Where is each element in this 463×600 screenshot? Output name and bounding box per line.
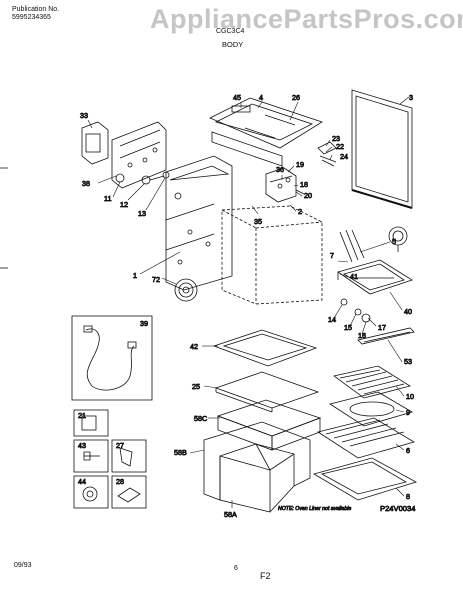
callout-21: 21 (78, 411, 86, 420)
callout-15: 15 (344, 323, 352, 332)
callout-25: 25 (192, 382, 200, 391)
callout-13: 13 (138, 209, 146, 218)
broiler-grid-part (333, 365, 411, 399)
callout-1: 1 (133, 271, 137, 280)
publication-number: 5995234365 (12, 14, 51, 21)
callout-40: 40 (404, 307, 412, 316)
callout-11: 11 (104, 194, 111, 203)
callout-33: 33 (80, 111, 88, 120)
callout-9: 9 (406, 408, 410, 417)
callout-16: 16 (358, 331, 366, 340)
callout-42: 42 (190, 342, 198, 351)
callout-8: 8 (406, 492, 410, 501)
cooktop-top-part (209, 97, 323, 167)
watermark-logo: AppliancePartsPros.com (150, 4, 463, 34)
footer-figure: F2 (260, 571, 271, 581)
callout-26: 26 (292, 93, 300, 102)
insulation-tunnel-part (203, 421, 311, 513)
callout-53: 53 (404, 357, 412, 366)
oven-bottom-part (212, 329, 318, 367)
callout-6: 6 (406, 446, 410, 455)
callout-10: 10 (406, 392, 414, 401)
hardware-parts (340, 298, 371, 323)
bracket-parts (317, 141, 337, 167)
broiler-baffle-part (214, 371, 320, 413)
callout-22: 22 (336, 142, 344, 151)
callout-36: 36 (276, 165, 284, 174)
callout-18: 18 (300, 180, 308, 189)
callout-45: 45 (233, 93, 241, 102)
section-title: BODY (222, 40, 244, 49)
callout-27: 27 (116, 441, 124, 450)
callout-3: 3 (409, 93, 413, 102)
callout-43: 43 (78, 441, 86, 450)
oven-rail-part (357, 327, 415, 345)
callout-24: 24 (340, 152, 348, 161)
knob-parts (115, 171, 170, 185)
callout-14: 14 (328, 315, 336, 324)
callout-23: 23 (332, 134, 340, 143)
clock-module-part (81, 121, 109, 165)
callout-38: 38 (82, 179, 90, 188)
callout-17: 17 (378, 323, 386, 332)
small-parts-grid (73, 409, 147, 509)
range-body-frame (165, 155, 233, 291)
callout-20: 20 (304, 191, 312, 200)
oven-liner-note: NOTE: Oven Liner not available (278, 506, 351, 512)
footer-date: 09/93 (14, 562, 32, 569)
callout-5: 5 (392, 237, 396, 246)
igniter-brackets (339, 229, 365, 263)
callout-58b: 58B (174, 448, 187, 457)
callout-12: 12 (120, 200, 128, 209)
model-number: CGC3C4 (216, 28, 245, 35)
callout-7: 7 (330, 251, 334, 260)
callout-58c: 58C (194, 414, 207, 423)
callout-72: 72 (152, 275, 160, 284)
footer-page-number: 6 (234, 565, 238, 572)
diagram-reference: P24V0034 (380, 504, 415, 513)
publication-label: Publication No. (12, 6, 60, 13)
oven-rack-part (317, 417, 415, 459)
callout-39: 39 (140, 319, 148, 328)
callout-41: 41 (350, 272, 358, 281)
callout-2: 2 (298, 207, 302, 216)
callout-44: 44 (78, 477, 86, 486)
callout-58a: 58A (224, 510, 237, 519)
back-panel-part (351, 89, 413, 209)
insulation-block-part (216, 399, 322, 451)
callout-4: 4 (259, 93, 263, 102)
oven-burner-assembly (337, 259, 413, 295)
control-panel-part (111, 121, 167, 189)
broiler-burner-part (174, 278, 198, 302)
power-cord-part (71, 315, 153, 401)
callout-28: 28 (116, 477, 124, 486)
broiler-pan-part (329, 391, 414, 427)
callout-35: 35 (254, 217, 262, 226)
burner-cap-part (388, 226, 408, 252)
callout-leader-lines (87, 96, 410, 508)
burner-valve-parts (265, 167, 305, 203)
broiler-drawer-part (312, 457, 418, 501)
oven-cavity-outline (221, 205, 323, 305)
callout-19: 19 (296, 160, 304, 169)
